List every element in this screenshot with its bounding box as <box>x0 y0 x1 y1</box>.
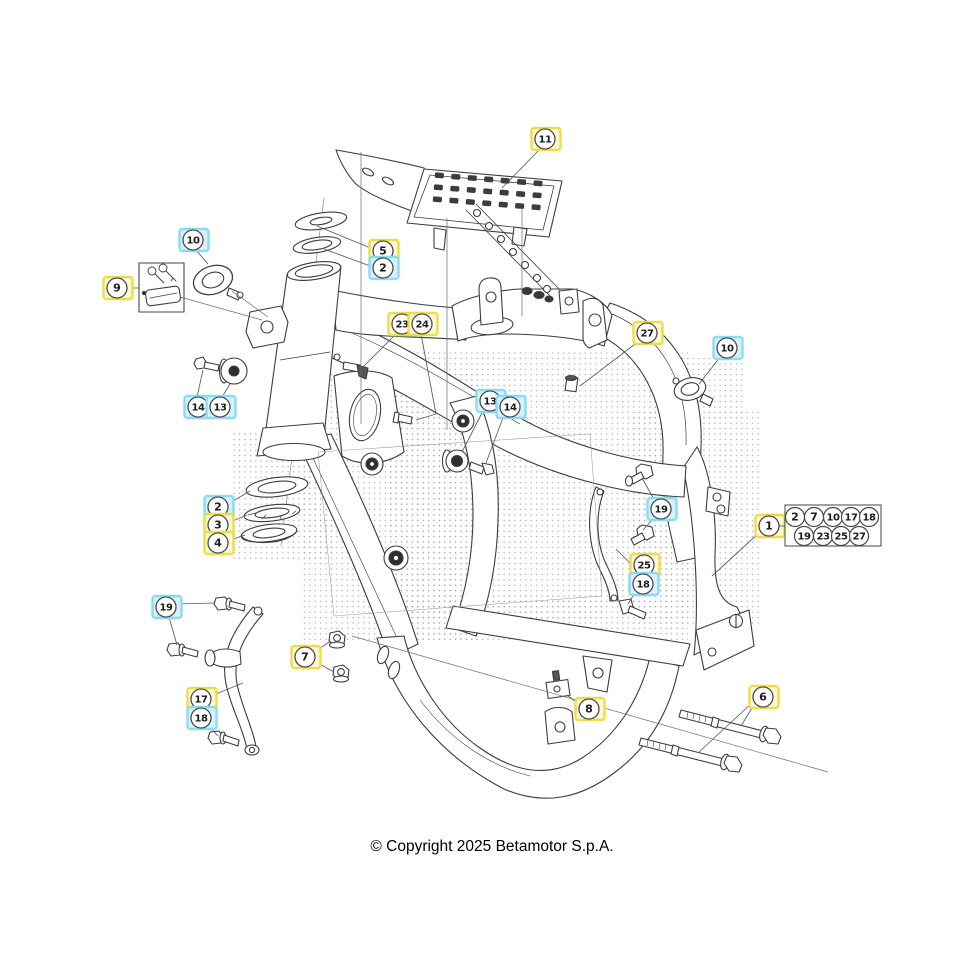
legend-item-19[interactable]: 19 <box>793 525 815 547</box>
legend-item-18[interactable]: 18 <box>858 506 880 528</box>
bottom-beam-art <box>445 605 691 745</box>
callout-number: 11 <box>538 135 552 146</box>
callout-number: 14 <box>191 403 205 414</box>
callout-balloon-6[interactable]: 6 <box>748 684 780 710</box>
bolts-bottom-left-art <box>166 596 246 747</box>
svg-text:18: 18 <box>862 513 876 524</box>
keybox-art <box>138 262 185 313</box>
callout-balloon-17[interactable]: 17 <box>186 686 218 712</box>
bolts-6-art <box>638 709 782 773</box>
callout-number: 23 <box>395 320 409 331</box>
rack-art <box>335 149 563 299</box>
strap-25-art <box>589 486 647 620</box>
callout-number: 18 <box>636 580 650 591</box>
svg-text:7: 7 <box>810 511 818 524</box>
callout-number: 27 <box>640 329 654 340</box>
callout-balloon-13[interactable]: 13 <box>205 394 237 420</box>
callout-number: 10 <box>186 236 200 247</box>
callout-number: 4 <box>214 537 222 550</box>
callout-balloon-19[interactable]: 19 <box>646 496 678 522</box>
legend-item-17[interactable]: 17 <box>840 506 862 528</box>
svg-text:19: 19 <box>797 532 811 543</box>
svg-text:2: 2 <box>791 511 799 524</box>
callout-balloon-4[interactable]: 4 <box>203 530 235 556</box>
ignition-clamp-art <box>192 264 244 301</box>
bolts-19-art <box>624 463 655 546</box>
callout-number: 19 <box>654 505 668 516</box>
cradle-art <box>376 635 680 799</box>
callout-number: 8 <box>585 703 593 716</box>
nuts-7-art <box>328 630 350 683</box>
frame-art <box>138 149 782 799</box>
callout-balloon-11[interactable]: 11 <box>530 126 562 152</box>
svg-text:27: 27 <box>852 532 866 543</box>
callout-balloon-7[interactable]: 7 <box>290 644 322 670</box>
callout-balloon-8[interactable]: 8 <box>574 696 606 722</box>
callout-number: 18 <box>194 714 208 725</box>
callout-balloon-2[interactable]: 2 <box>368 255 400 281</box>
bush-13-art <box>441 449 495 476</box>
svg-text:17: 17 <box>844 513 858 524</box>
legend-item-2[interactable]: 2 <box>784 506 806 528</box>
callout-number: 25 <box>637 561 651 572</box>
callout-number: 17 <box>194 695 208 706</box>
callout-balloon-24[interactable]: 24 <box>407 311 439 337</box>
copyright-text: © Copyright 2025 Betamotor S.p.A. <box>370 838 613 855</box>
callout-balloon-27[interactable]: 27 <box>632 320 664 346</box>
callout-balloon-9[interactable]: 9 <box>102 275 134 301</box>
washer-stack-art <box>240 476 309 544</box>
clamp-10-art <box>672 377 714 407</box>
legend-item-10[interactable]: 10 <box>822 506 844 528</box>
subframe-blade-art <box>682 446 755 671</box>
callout-balloon-2[interactable]: 2 <box>203 494 235 520</box>
callout-number: 13 <box>483 397 497 408</box>
callout-number: 2 <box>214 501 222 514</box>
callout-number: 9 <box>113 282 121 295</box>
callout-number: 13 <box>213 403 227 414</box>
bracket-17-art <box>204 606 264 756</box>
legend-item-23[interactable]: 23 <box>812 525 834 547</box>
callout-balloon-19[interactable]: 19 <box>151 594 183 620</box>
callout-number: 7 <box>301 651 309 664</box>
down-tube-art <box>296 433 419 659</box>
mid-blade-art <box>360 395 499 637</box>
svg-text:25: 25 <box>834 532 848 543</box>
callout-number: 19 <box>159 603 173 614</box>
callout-balloon-10[interactable]: 10 <box>712 335 744 361</box>
callout-number: 3 <box>214 519 222 532</box>
callout-number: 5 <box>379 245 387 258</box>
head-tube-art <box>245 197 348 547</box>
callout-number: 14 <box>503 403 517 414</box>
legend-item-25[interactable]: 25 <box>830 525 852 547</box>
legend-item-7[interactable]: 7 <box>803 506 825 528</box>
legend-item-27[interactable]: 27 <box>848 525 870 547</box>
callout-number: 10 <box>720 344 734 355</box>
callout-number: 6 <box>759 691 767 704</box>
svg-text:23: 23 <box>816 532 830 543</box>
svg-text:10: 10 <box>826 513 840 524</box>
side-plate-art <box>333 370 405 464</box>
callout-balloon-25[interactable]: 25 <box>629 552 661 578</box>
callout-balloon-18[interactable]: 18 <box>628 571 660 597</box>
rear-beam-art <box>451 277 613 349</box>
callout-balloon-10[interactable]: 10 <box>178 227 210 253</box>
callout-number: 1 <box>765 520 773 533</box>
callout-balloon-18[interactable]: 18 <box>186 705 218 731</box>
bolt-bush-left-art <box>193 356 248 385</box>
callout-number: 24 <box>415 320 429 331</box>
elbow-23-art <box>333 353 413 425</box>
callout-number: 2 <box>379 262 387 275</box>
callout-balloon-1[interactable]: 1 <box>754 513 786 539</box>
callout-balloon-14[interactable]: 14 <box>495 394 527 420</box>
stud-27-art <box>564 374 579 393</box>
